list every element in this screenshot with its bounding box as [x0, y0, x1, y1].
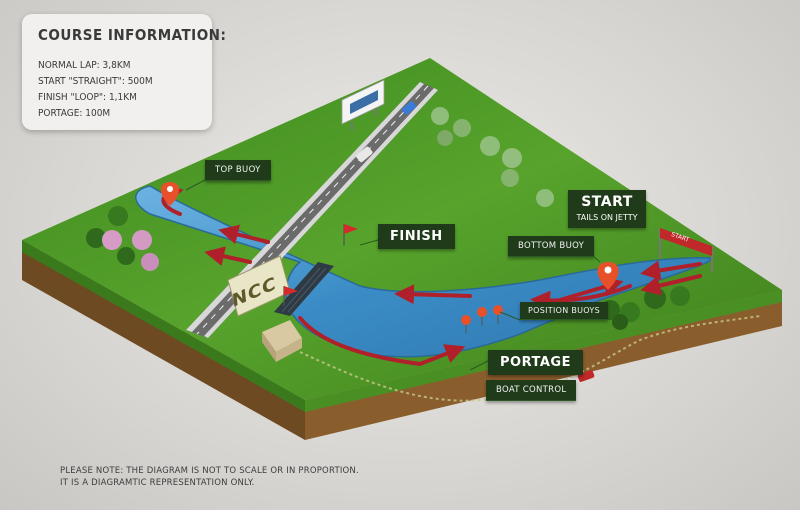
position-buoys-label: POSITION BUOYS: [520, 302, 608, 320]
billboard-icon: [341, 79, 385, 130]
van-icon: [356, 146, 373, 163]
start-gate: START: [659, 228, 713, 272]
finish-loop-line: FINISH "LOOP": 1,1KM: [38, 92, 137, 103]
normal-lap-line: NORMAL LAP: 3,8KM: [38, 60, 131, 71]
start-straight-line: START "STRAIGHT": 500M: [38, 76, 153, 87]
start-label: START TAILS ON JETTY: [568, 190, 646, 228]
start-label-title: START: [581, 194, 633, 210]
boat-control-label: BOAT CONTROL: [486, 380, 577, 401]
top-buoy-label: TOP BUOY: [205, 160, 271, 181]
trees-right: [431, 107, 690, 330]
start-label-sub: TAILS ON JETTY: [576, 213, 638, 222]
portage-label: PORTAGE: [488, 350, 583, 375]
bridge: [274, 262, 334, 316]
finish-flag-icon: [343, 224, 358, 246]
clubhouse-icon: [262, 320, 302, 362]
bottom-buoy-label: BOTTOM BUOY: [508, 236, 595, 257]
disclaimer-line-1: PLEASE NOTE: THE DIAGRAM IS NOT TO SCALE…: [60, 466, 359, 476]
trail: [299, 315, 761, 402]
top-buoy-pin-icon: [160, 182, 180, 206]
bottom-buoy-pin-icon: [597, 262, 619, 290]
course-info-lines: NORMAL LAP: 3,8KM START "STRAIGHT": 500M…: [38, 58, 153, 122]
portage-line: PORTAGE: 100M: [38, 108, 111, 119]
ncc-flag-icon: [283, 286, 298, 306]
trees-left: [86, 206, 159, 271]
finish-label: FINISH: [378, 224, 455, 249]
boat-control-car-icon: [577, 370, 595, 382]
car-icon: [401, 101, 417, 115]
course-info-card: COURSE INFORMATION: NORMAL LAP: 3,8KM ST…: [22, 14, 226, 130]
course-info-title: COURSE INFORMATION:: [38, 26, 227, 44]
route-arrows: [161, 184, 702, 367]
disclaimer-line-2: IT IS A DIAGRAMTIC REPRESENTATION ONLY.: [60, 478, 255, 488]
disclaimer-note: PLEASE NOTE: THE DIAGRAM IS NOT TO SCALE…: [60, 465, 359, 489]
